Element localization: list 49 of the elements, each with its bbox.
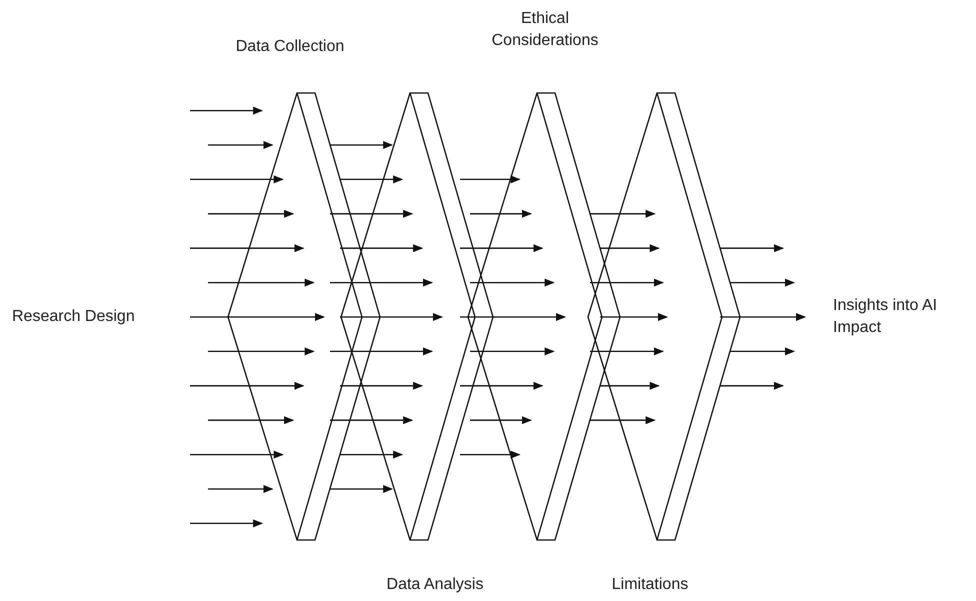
arrow <box>208 210 294 218</box>
arrow <box>460 244 544 252</box>
arrow <box>208 141 274 149</box>
arrow <box>730 278 795 287</box>
arrow <box>730 347 795 356</box>
arrow <box>590 210 656 218</box>
arrow <box>590 416 656 424</box>
arrow <box>208 278 315 287</box>
arrow <box>330 347 434 356</box>
arrow <box>720 244 784 252</box>
arrow <box>460 450 521 459</box>
arrow <box>720 382 784 390</box>
arrow <box>190 244 304 252</box>
arrow <box>470 278 555 287</box>
arrow <box>208 416 294 424</box>
arrow <box>470 210 532 218</box>
arrow <box>190 382 304 390</box>
arrow <box>340 313 443 321</box>
arrow <box>600 313 668 321</box>
arrow <box>330 141 394 149</box>
arrow <box>590 278 664 287</box>
arrow <box>340 450 404 459</box>
arrow <box>460 313 566 321</box>
arrow <box>190 450 284 459</box>
arrow <box>208 347 315 356</box>
arrow <box>590 347 664 356</box>
arrow <box>208 485 274 493</box>
arrow <box>190 313 325 321</box>
stage-label: Data Analysis <box>386 575 484 595</box>
arrow <box>460 175 521 184</box>
side-label: Research Design <box>12 307 136 327</box>
arrow <box>330 416 414 424</box>
side-label: Insights into AI Impact <box>833 296 938 338</box>
stage-label: Data Collection <box>234 37 346 57</box>
arrow <box>330 485 394 493</box>
arrow <box>340 175 404 184</box>
arrow <box>600 244 660 252</box>
arrow <box>190 175 284 184</box>
arrow <box>470 347 555 356</box>
arrow <box>330 210 414 218</box>
arrow <box>600 382 660 390</box>
arrow <box>720 313 806 321</box>
arrow <box>190 519 264 528</box>
stage-label: Limitations <box>610 575 690 595</box>
arrow <box>470 416 532 424</box>
arrow <box>460 382 544 390</box>
arrow <box>190 106 264 115</box>
arrow <box>330 278 434 287</box>
stage-label: Ethical Considerations <box>490 9 600 51</box>
